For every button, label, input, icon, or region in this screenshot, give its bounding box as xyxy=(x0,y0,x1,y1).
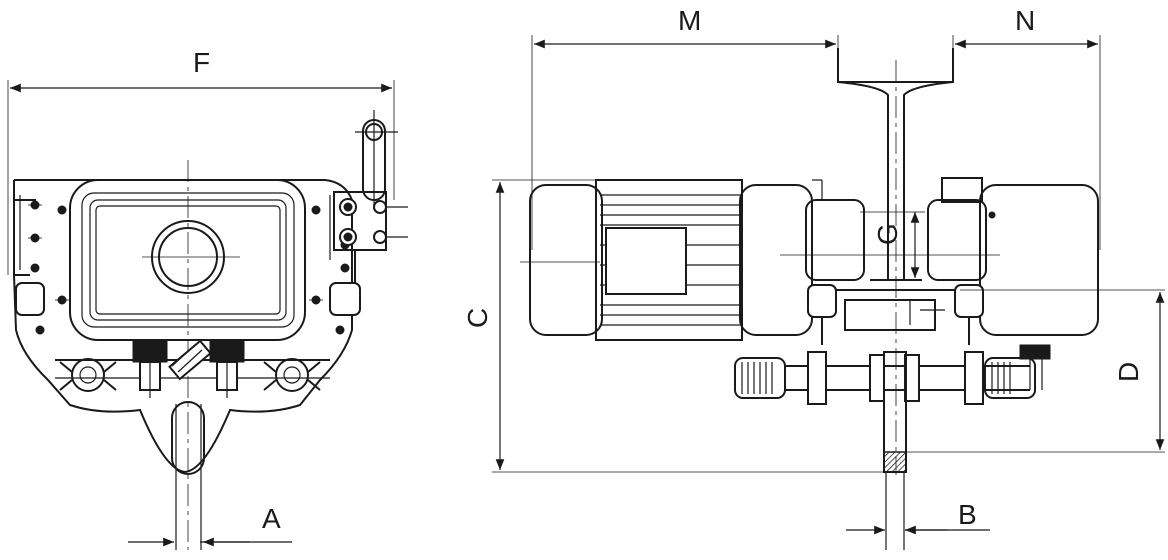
wheel-left xyxy=(807,284,837,318)
motor-left xyxy=(529,179,865,341)
dimension-c: C xyxy=(462,179,884,473)
wing-nut-left xyxy=(59,358,117,392)
dim-label-b: B xyxy=(958,499,977,530)
knurled-nut-right xyxy=(209,339,245,398)
side-view: M N xyxy=(462,5,1165,550)
center-adjuster xyxy=(168,339,212,381)
motor-nameplate xyxy=(605,227,687,295)
dimension-b: B xyxy=(846,499,990,535)
motor-end-cover xyxy=(69,179,306,341)
load-hook-slot xyxy=(171,401,205,475)
dim-label-m: M xyxy=(678,5,701,36)
dimension-n: N xyxy=(952,5,1101,250)
dim-label-d: D xyxy=(1113,362,1144,382)
motor-right xyxy=(927,177,1099,336)
dimension-m: M xyxy=(531,5,839,250)
dim-label-n: N xyxy=(1015,5,1035,36)
wheel-housing-left xyxy=(15,282,45,316)
dimension-f: F xyxy=(7,47,395,275)
dim-label-c: C xyxy=(462,308,493,328)
dimension-g: G xyxy=(860,211,925,278)
wing-nut-right xyxy=(263,358,321,392)
dim-label-f: F xyxy=(193,47,210,78)
lower-shaft xyxy=(734,344,1051,405)
dim-label-a: A xyxy=(262,503,281,534)
wheel-housing-right xyxy=(329,282,361,316)
dimension-a: A xyxy=(128,503,292,547)
knurled-nut-left xyxy=(132,339,168,398)
pendant-bracket xyxy=(333,110,408,283)
dimension-d: D xyxy=(906,289,1165,453)
front-view: F xyxy=(7,47,408,550)
dim-label-g: G xyxy=(872,223,903,245)
